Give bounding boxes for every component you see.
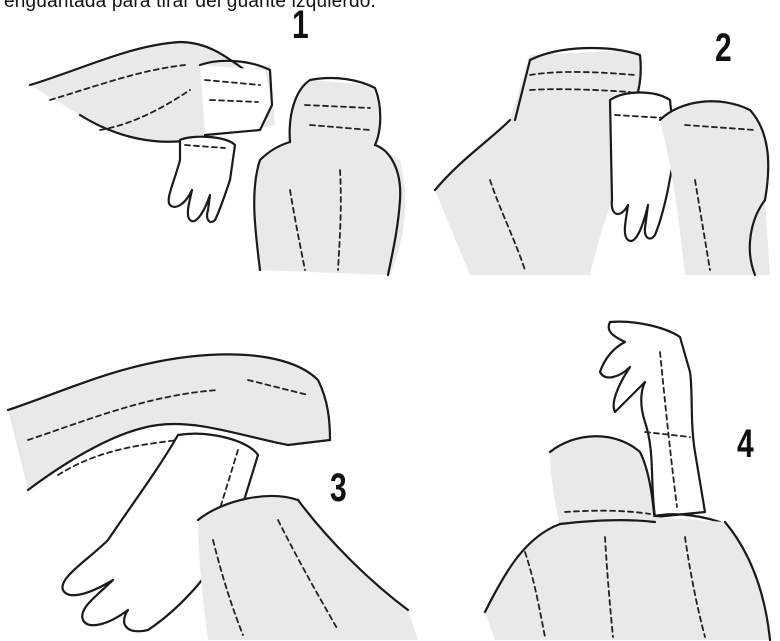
step-3-drawing [8, 340, 428, 640]
step-2-number: 2 [715, 28, 732, 68]
step-1-illustration: 1 [20, 30, 410, 280]
step-3-number: 3 [330, 468, 347, 508]
step-1-number: 1 [292, 5, 309, 45]
instruction-caption: enguantada para tirar del guante izquier… [4, 0, 376, 13]
step-4-illustration: 4 [465, 312, 777, 640]
step-3-illustration: 3 [8, 340, 428, 640]
step-2-illustration: 2 [430, 30, 775, 280]
step-4-number: 4 [737, 424, 754, 464]
step-4-drawing [465, 312, 777, 640]
step-1-drawing [20, 30, 410, 280]
